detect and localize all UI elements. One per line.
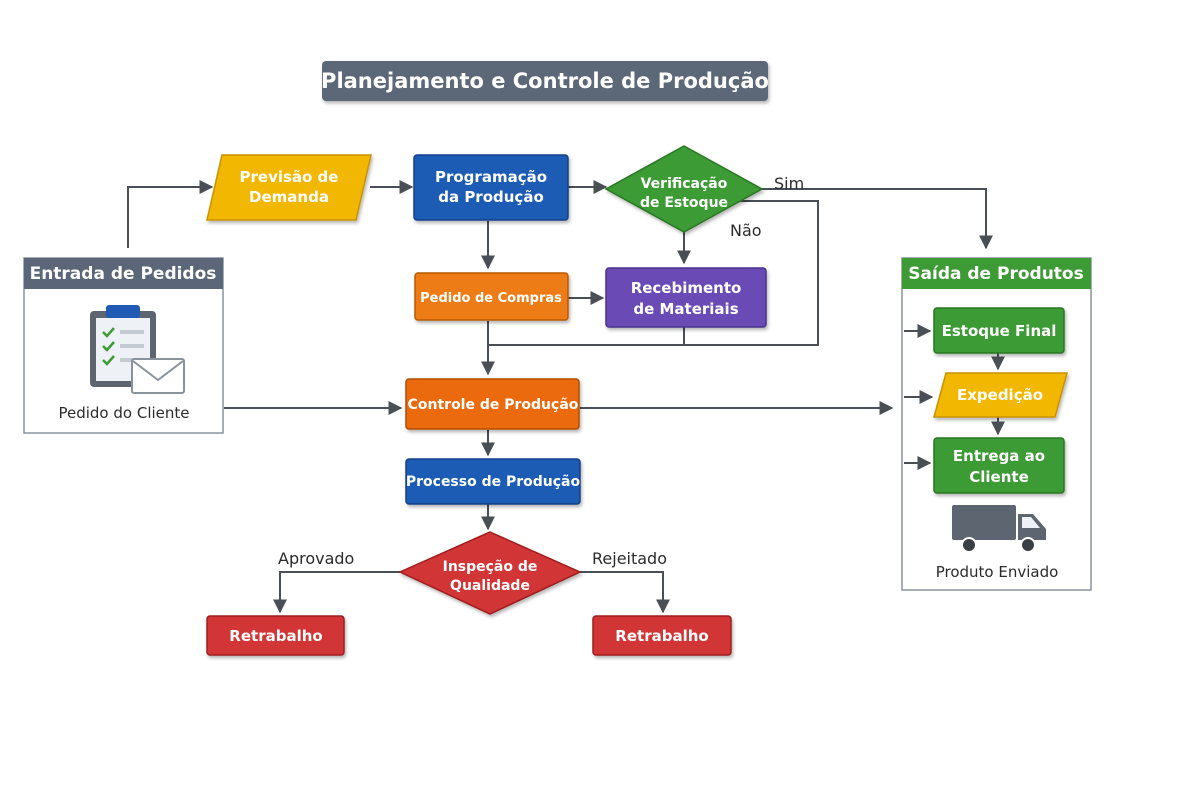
input-panel-title: Entrada de Pedidos	[30, 264, 217, 284]
node-retrabalho-aprovado: Retrabalho	[206, 615, 345, 656]
node-label-line: Demanda	[249, 188, 329, 206]
node-label-line: Qualidade	[450, 578, 530, 594]
node-processo-de-producao: Processo de Produção	[405, 458, 581, 505]
edge-label-rejeitado: Rejeitado	[592, 549, 667, 568]
node-label-line: de Estoque	[640, 195, 728, 211]
diagram-title: Planejamento e Controle de Produção	[321, 61, 769, 101]
node-label-line: Pedido de Compras	[420, 291, 562, 306]
output-panel-title: Saída de Produtos	[908, 264, 1083, 284]
edge-label-sim: Sim	[774, 174, 804, 193]
clipboard-envelope-icon	[90, 305, 185, 394]
node-label-line: Cliente	[969, 468, 1029, 486]
node-label-line: Retrabalho	[229, 627, 322, 645]
node-label-line: Expedição	[957, 386, 1043, 404]
edge-label-aprovado: Aprovado	[278, 549, 354, 568]
edge-verificacao-loop	[488, 200, 819, 346]
node-programacao-da-producao: Programação da Produção	[413, 154, 569, 221]
node-retrabalho-rejeitado: Retrabalho	[592, 615, 732, 656]
edge-inspecao-rejeitado	[580, 571, 670, 614]
node-label-line: Processo de Produção	[406, 474, 581, 490]
node-label-line: de Materiais	[633, 300, 738, 318]
node-controle-de-producao: Controle de Produção	[405, 378, 580, 430]
node-label-line: Controle de Produção	[408, 397, 579, 413]
node-label-line: Retrabalho	[615, 627, 708, 645]
node-estoque-final: Estoque Final	[933, 307, 1065, 354]
node-previsao-de-demanda: Previsão de Demanda	[206, 154, 372, 221]
truck-icon	[952, 505, 1046, 553]
node-label-line: Estoque Final	[942, 322, 1057, 340]
node-inspecao-de-qualidade: Inspeção de Qualidade	[398, 531, 582, 615]
output-panel-caption: Produto Enviado	[936, 563, 1059, 581]
edge-label-nao: Não	[730, 221, 762, 240]
node-label-line: Previsão de	[240, 168, 339, 186]
node-verificacao-de-estoque: Verificação de Estoque	[604, 145, 764, 233]
node-label-line: da Produção	[438, 188, 544, 206]
diagram-title-text: Planejamento e Controle de Produção	[321, 69, 769, 93]
edges	[127, 180, 993, 614]
edge-inspecao-aprovado	[273, 571, 400, 614]
node-label-line: Verificação	[641, 176, 728, 192]
node-recebimento-de-materiais: Recebimento de Materiais	[605, 267, 767, 328]
node-label-line: Inspeção de	[443, 559, 538, 575]
node-pedido-de-compras: Pedido de Compras	[414, 272, 569, 321]
node-entrega-ao-cliente: Entrega ao Cliente	[933, 437, 1065, 494]
edge-verificacao-saida	[762, 188, 993, 250]
node-label-line: Recebimento	[631, 279, 742, 297]
input-panel-caption: Pedido do Cliente	[58, 404, 189, 422]
node-label-line: Programação	[435, 168, 547, 186]
input-panel: Entrada de Pedidos Pedido do Cliente	[23, 257, 224, 434]
node-label-line: Entrega ao	[953, 447, 1045, 465]
node-expedicao: Expedição	[933, 372, 1068, 418]
edge-pedidos-previsao	[127, 180, 214, 248]
